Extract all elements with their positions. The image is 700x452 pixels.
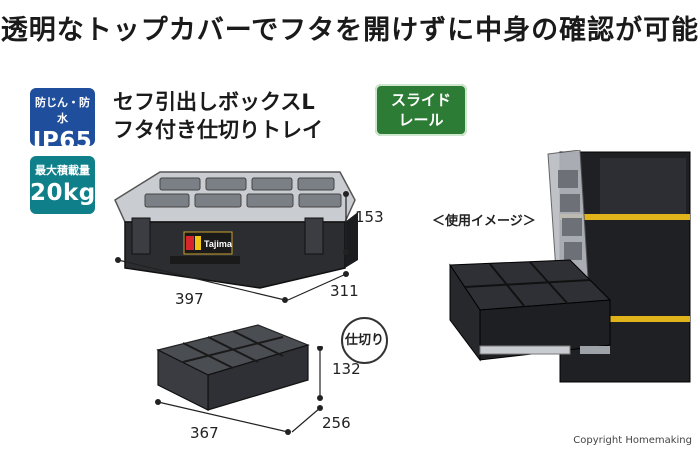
yellow-trim-2: [560, 316, 690, 322]
divider-tray-illustration: [156, 324, 310, 411]
storage-case-illustration: Tajima: [114, 171, 358, 289]
drawer-dividers: [464, 261, 591, 308]
ip65-badge-value: IP65: [32, 128, 93, 154]
usage-image-label: ＜使用イメージ＞: [432, 214, 536, 229]
left-latch: [131, 217, 151, 255]
headline: 透明なトップカバーでフタを開けずに中身の確認が可能: [0, 15, 700, 46]
brand-label: Tajima: [204, 239, 233, 249]
usage-image: [449, 150, 691, 383]
max-load-badge-value: 20kg: [30, 180, 96, 206]
ip65-badge-caption: 防じん・防水: [35, 96, 90, 125]
lid-compartments: [144, 177, 342, 208]
brand-red-block: [186, 236, 194, 250]
slide-rail-end: [580, 346, 610, 354]
max-load-badge: 最大積載量 20kg: [30, 156, 95, 214]
slide-rail-line2: レール: [398, 111, 444, 129]
slide-rail-badge: スライド レール: [375, 84, 467, 136]
case-handle: [170, 256, 240, 264]
slide-rail: [479, 345, 571, 355]
right-latch: [304, 217, 324, 255]
brand-yellow-block: [195, 236, 201, 250]
product-name-line1: セフ引出しボックスL: [113, 90, 315, 114]
drawer-side: [449, 263, 481, 362]
case-side: [345, 212, 358, 268]
case-depth-label: 311: [330, 282, 359, 300]
lid-compartments-usage: [558, 170, 582, 260]
case-height-label: 153: [355, 208, 384, 226]
divider-dimension-lines: [155, 346, 323, 435]
yellow-trim-1: [560, 214, 690, 220]
copyright-text: Copyright Homemaking: [573, 435, 692, 446]
divider-width-label: 367: [190, 424, 219, 442]
divider-depth-label: 256: [322, 414, 351, 432]
divider-height-label: 132: [332, 360, 361, 378]
slide-rail-line1: スライド: [390, 91, 451, 109]
divider-badge: 仕切り: [341, 317, 388, 364]
ip65-badge: 防じん・防水 IP65: [30, 88, 95, 154]
case-width-label: 397: [175, 290, 204, 308]
max-load-badge-caption: 最大積載量: [35, 164, 90, 177]
case-dimension-lines: [115, 191, 349, 303]
top-box: [600, 158, 686, 214]
product-name-line2: フタ付き仕切りトレイ: [113, 118, 323, 142]
